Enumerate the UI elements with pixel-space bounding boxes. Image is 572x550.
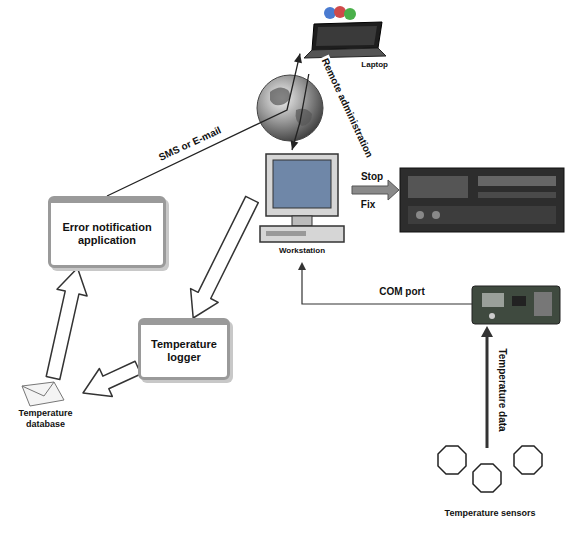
annotation-label: Fix xyxy=(359,199,377,211)
annotation-label: Temperature data xyxy=(496,346,508,433)
laptop-icon xyxy=(300,6,388,64)
machine xyxy=(400,168,564,232)
database-node: Temperature database xyxy=(8,378,83,438)
data-flow-arrow xyxy=(191,196,259,318)
sensors-node: Temperature sensors xyxy=(430,438,550,544)
stop-fix-arrow xyxy=(352,180,399,200)
icon-label: Laptop xyxy=(300,60,388,70)
box-title: Error notification application xyxy=(57,221,157,247)
icon-label: Workstation xyxy=(252,246,352,256)
data-flow-arrow xyxy=(46,268,87,380)
temperature-data-arrow xyxy=(481,326,493,448)
link-line xyxy=(292,74,309,150)
edge-label: Remote administration xyxy=(318,55,376,162)
workstation-icon xyxy=(252,150,352,250)
sensor-board xyxy=(472,286,560,324)
annotation-label: COM port xyxy=(377,286,427,298)
workstation-node: Workstation xyxy=(252,150,352,260)
com-port-wire xyxy=(298,262,472,304)
hollow-arrow-body xyxy=(46,268,87,380)
icon-label: Temperature sensors xyxy=(430,508,550,519)
process-box: Error notification application xyxy=(48,196,166,268)
annotation-label: Stop xyxy=(359,171,385,183)
hollow-arrow-body xyxy=(83,361,141,396)
process-box: Temperature logger xyxy=(138,318,230,380)
arrowhead xyxy=(294,54,302,64)
box-title: Temperature logger xyxy=(147,338,221,364)
laptop-node: Laptop xyxy=(300,6,388,74)
network-link xyxy=(291,74,309,150)
globe xyxy=(257,75,323,141)
data-flow-arrow xyxy=(83,361,141,396)
hollow-arrow-body xyxy=(191,196,259,318)
arrowhead xyxy=(291,140,299,150)
icon-label: Temperature database xyxy=(8,408,83,430)
sensors-icon xyxy=(430,438,550,512)
database-icon xyxy=(8,378,83,412)
